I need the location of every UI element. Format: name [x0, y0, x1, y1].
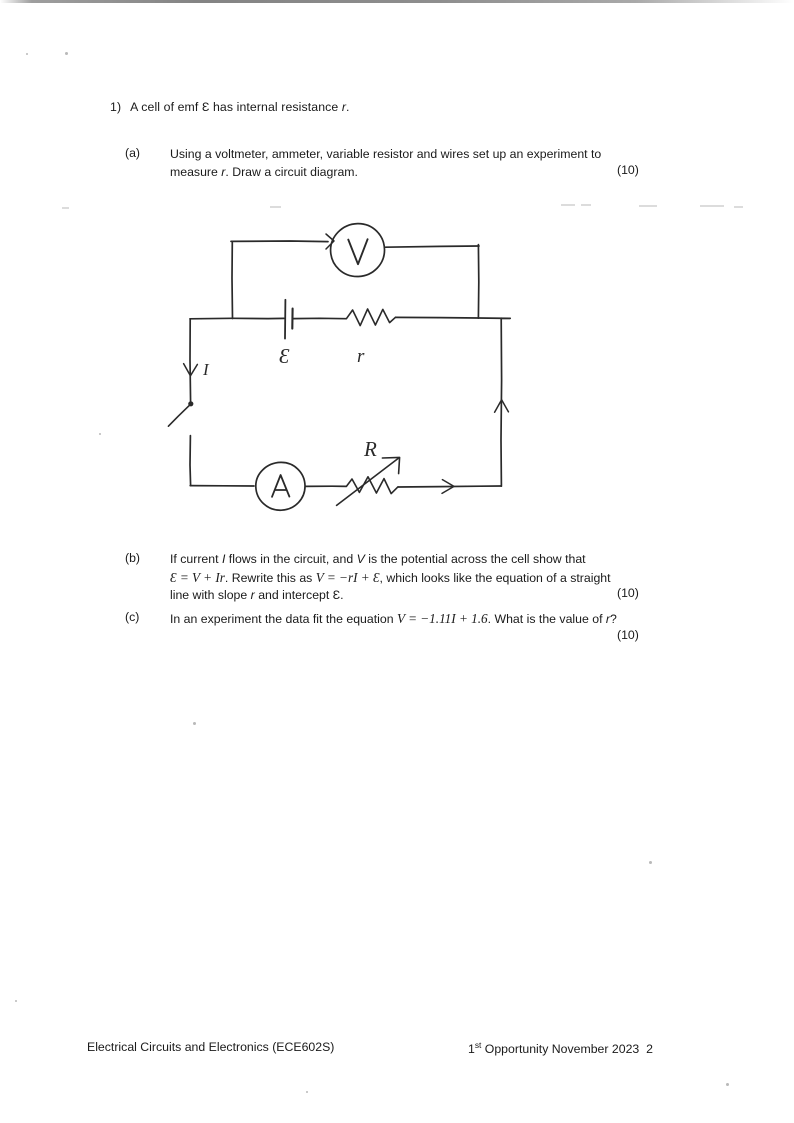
variable-r: r: [605, 612, 611, 626]
part-a-label: (a): [125, 146, 141, 160]
scan-dash: [561, 204, 575, 206]
part-c-line1-pre: In an experiment the data fit the equati…: [170, 612, 397, 626]
footer-page-number: 2: [646, 1042, 653, 1057]
resistor-r-zigzag: [345, 308, 397, 327]
scan-dash: [581, 204, 591, 206]
wire-voltmeter-left-riser: [231, 241, 234, 320]
footer-course-name: Electrical Circuits and Electronics (ECE…: [87, 1040, 335, 1054]
part-b-line3-mid: and intercept: [254, 588, 333, 602]
variable-r: r: [221, 164, 226, 179]
part-c-line1-post: ?: [610, 612, 617, 626]
part-b-body: If current I flows in the circuit, and V…: [170, 551, 692, 605]
equation-experimental-fit: V = −1.11I + 1.6: [396, 611, 488, 626]
current-label-handwritten: I: [202, 360, 210, 379]
part-b-line2-mid: . Rewrite this as: [224, 570, 316, 585]
equation-straight-line-form: V = −rI + Ɛ: [315, 569, 380, 585]
question-number: 1): [110, 100, 122, 114]
wire-resistor-to-right: [394, 316, 511, 320]
wire-left-rail-upper: [189, 318, 192, 405]
voltmeter-circle: [329, 222, 386, 278]
part-b-marks: (10): [617, 586, 639, 600]
part-b-line1-pre: If current: [170, 552, 222, 566]
scan-speck: [193, 722, 196, 725]
question-stem-post-2: .: [346, 100, 350, 114]
current-arrow-down: [182, 362, 199, 377]
equation-emf-definition: Ɛ = V + Ir: [170, 569, 225, 585]
part-c-label: (c): [125, 610, 140, 624]
part-b-line1-post: is the potential across the cell show th…: [364, 552, 586, 566]
wire-voltmeter-top-left: [230, 240, 329, 243]
variable-I: I: [221, 552, 226, 566]
footer-exam-info: 1st Opportunity November 2023 2: [468, 1040, 653, 1056]
wire-right-rail: [500, 317, 503, 488]
current-arrow-right: [441, 478, 455, 495]
scan-speck: [65, 52, 68, 55]
scan-dash: [734, 206, 743, 208]
scan-speck: [26, 53, 28, 55]
rheostat-arrow-head: [381, 456, 401, 475]
part-c-marks: (10): [617, 628, 639, 642]
part-b-label: (b): [125, 551, 141, 565]
part-a-line2-pre: measure: [170, 164, 222, 179]
wire-cell-branch-left: [189, 317, 285, 320]
rheostat-arrow-shaft: [335, 457, 400, 507]
part-c-body: In an experiment the data fit the equati…: [170, 610, 700, 629]
part-b-line2-post: , which looks like the equation of a str…: [379, 570, 611, 585]
scan-dash: [639, 205, 657, 207]
part-b-line1-mid: flows in the circuit, and: [225, 552, 357, 566]
internal-resistance-label-handwritten: r: [357, 346, 365, 367]
scan-speck: [306, 1091, 308, 1093]
part-b-line3-pre: line with slope: [170, 588, 251, 602]
question-stem-pre: A cell of emf: [130, 100, 202, 114]
part-a-body: Using a voltmeter, ammeter, variable res…: [170, 146, 690, 181]
current-arrow-up: [493, 399, 510, 413]
emf-symbol: Ɛ: [201, 100, 210, 114]
scan-speck: [99, 433, 101, 435]
switch-blade-open: [167, 403, 191, 427]
part-a-marks: (10): [617, 163, 639, 177]
emf-symbol: Ɛ: [332, 588, 341, 602]
emf-label-handwritten: Ɛ: [279, 344, 290, 368]
variable-V: V: [356, 552, 365, 566]
circuit-diagram: Ɛ r I R: [150, 200, 570, 540]
scan-speck: [649, 861, 652, 864]
question-stem-post-1: has internal resistance: [209, 100, 342, 114]
part-b-line3-post: .: [340, 588, 344, 602]
wire-bottom-right: [397, 485, 502, 488]
ammeter-label-A: [271, 474, 291, 498]
question-1-stem: 1) A cell of emf Ɛ has internal resistanc…: [110, 100, 350, 114]
scan-speck: [15, 1000, 17, 1002]
scan-speck: [726, 1083, 729, 1086]
variable-r: r: [341, 100, 347, 114]
footer-opportunity-suffix: st: [474, 1040, 482, 1050]
variable-resistor-label-handwritten: R: [363, 437, 377, 461]
voltmeter-label-V: [347, 238, 369, 266]
wire-left-rail-lower: [189, 434, 192, 487]
part-a-line1: Using a voltmeter, ammeter, variable res…: [170, 147, 602, 161]
footer-opportunity-number: 1: [468, 1042, 475, 1057]
scan-top-edge-band: [0, 0, 794, 3]
scan-dash: [700, 205, 724, 207]
ammeter-circle: [254, 461, 306, 512]
scan-dash: [270, 206, 281, 208]
voltmeter-left-terminal-tick: [325, 233, 335, 250]
part-a-line2-post: . Draw a circuit diagram.: [225, 164, 358, 179]
rheostat-zigzag: [345, 476, 399, 495]
wire-voltmeter-top-right: [384, 245, 480, 249]
footer-opportunity-text: Opportunity November 2023: [481, 1042, 640, 1057]
variable-r: r: [250, 588, 255, 602]
part-c-line1-mid: . What is the value of: [487, 612, 606, 626]
scan-dash: [62, 207, 69, 209]
